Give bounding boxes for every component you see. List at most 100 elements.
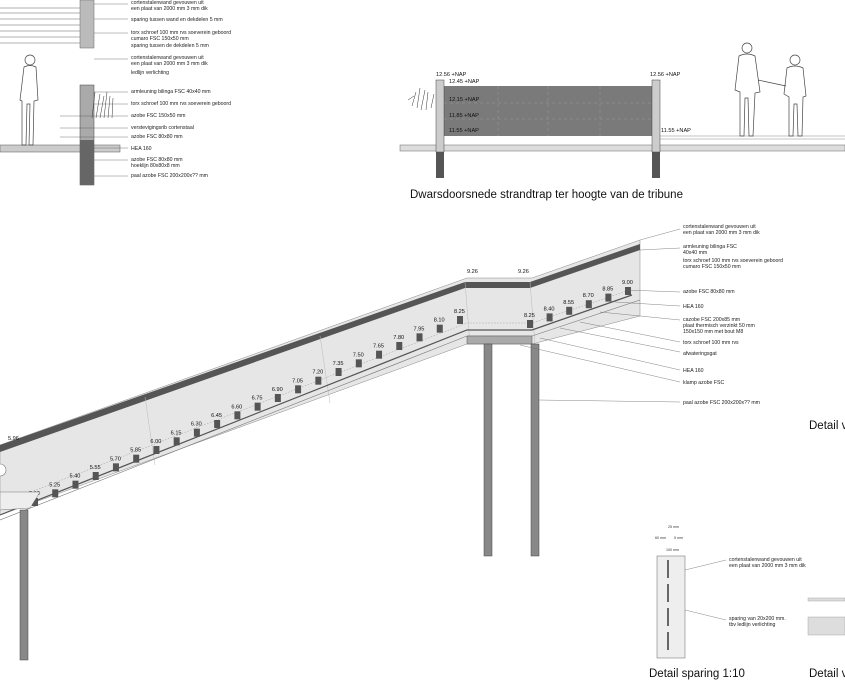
label-corten-2: een plaat van 2000 mm 3 mm dik bbox=[131, 6, 208, 12]
step-block bbox=[214, 420, 221, 428]
post-dark bbox=[80, 140, 94, 185]
person-figure-icon bbox=[19, 54, 39, 146]
step-block bbox=[295, 385, 302, 394]
rail-level-9-26-a: 9.26 bbox=[467, 269, 478, 275]
stair-label-hea-2: HEA 160 bbox=[683, 368, 704, 374]
step-block bbox=[527, 320, 533, 328]
label-paal: paal azobe FSC 200x200x?? mm bbox=[131, 173, 208, 179]
label-azobe-80b: azobe FSC 80x80 mm bbox=[131, 157, 183, 163]
step-block bbox=[355, 359, 362, 368]
step-block bbox=[32, 498, 38, 506]
cross-deck bbox=[399, 144, 845, 152]
detail-sparing-title: Detail sparing 1:10 bbox=[649, 668, 745, 680]
dim-5: 5 mm bbox=[674, 536, 683, 540]
step-level-label: 8.25 bbox=[454, 309, 465, 315]
step-block bbox=[335, 368, 342, 376]
step-blocks bbox=[32, 287, 631, 506]
stair-label-corten-2: een plaat van 2000 mm 3 mm dik bbox=[683, 230, 760, 236]
step-block bbox=[52, 489, 59, 498]
step-level-label: 7.35 bbox=[333, 361, 344, 367]
label-corten-3: cortenstalenwand gevouwen uit bbox=[131, 55, 204, 61]
step-block bbox=[566, 306, 573, 315]
dim-60: 60 mm bbox=[655, 536, 666, 540]
stair-label-cumaro: cumaro FSC 150x50 mm bbox=[683, 264, 741, 270]
step-block bbox=[546, 313, 553, 322]
sparing-label-corten-2: een plaat van 2000 mm 3 mm dik bbox=[729, 563, 806, 569]
label-hea: HEA 160 bbox=[131, 146, 152, 152]
step-block bbox=[416, 333, 423, 342]
pile-1 bbox=[483, 343, 493, 557]
left-pile bbox=[436, 152, 444, 178]
step-level-label: 5.25 bbox=[49, 482, 60, 488]
stair-label-40x40: 40x40 mm bbox=[683, 250, 707, 256]
step-block bbox=[625, 287, 631, 295]
label-azobe-80: azobe FSC 80x80 mm bbox=[131, 134, 183, 140]
level-12-56-right: 12.56 +NAP bbox=[650, 72, 681, 78]
step-level-label: 5.70 bbox=[110, 456, 121, 462]
people-figures-icon bbox=[734, 42, 807, 137]
stair-label-paal: paal azobe FSC 200x200x?? mm bbox=[683, 400, 760, 406]
cross-section-title: Dwarsdoorsnede strandtrap ter hoogte van… bbox=[410, 189, 683, 201]
label-armleuning: armleuning bilinga FSC 40x40 mm bbox=[131, 89, 211, 95]
step-block bbox=[315, 376, 322, 385]
step-block bbox=[234, 411, 241, 420]
step-block bbox=[585, 300, 592, 309]
label-hoeklijn: hoeklijn 80x80x8 mm bbox=[131, 163, 180, 169]
step-level-label: 8.85 bbox=[602, 287, 613, 293]
step-level-label: 7.80 bbox=[393, 335, 404, 341]
step-labels: 5.105.255.405.555.705.856.006.156.306.45… bbox=[29, 280, 633, 497]
wall-section bbox=[79, 0, 95, 49]
dim-25: 25 mm bbox=[668, 525, 679, 529]
pile-2 bbox=[530, 343, 540, 557]
stair-label-torx-rvs: torx schroef 100 mm rvs bbox=[683, 340, 739, 346]
stair-label-plaat: plaat thermisch verzinkt 50 mm bbox=[683, 323, 755, 329]
pile-3 bbox=[19, 509, 29, 661]
label-torx-2: torx schroef 100 mm rvs soeverein geboor… bbox=[131, 101, 231, 107]
right-post bbox=[651, 79, 661, 153]
right-pile bbox=[652, 152, 660, 178]
stair-label-afwatering: afwateringsgat bbox=[683, 351, 717, 357]
sparing-label-sparing: sparing van 20x200 mm. bbox=[729, 616, 786, 622]
detail-title-right-2: Detail v bbox=[809, 668, 845, 680]
step-level-label: 8.70 bbox=[583, 293, 594, 299]
step-level-label: 7.20 bbox=[312, 370, 323, 376]
step-level-label: 7.50 bbox=[353, 352, 364, 358]
stair-section: 5.105.255.405.555.705.856.006.156.306.45… bbox=[0, 224, 783, 661]
label-corten-1: cortenstalenwand gevouwen uit bbox=[131, 0, 204, 6]
top-left-detail: cortenstalenwand gevouwen uit een plaat … bbox=[0, 0, 231, 186]
level-11-55-left: 11.55 +NAP bbox=[449, 128, 479, 134]
stair-label-klamp: klamp azobe FSC bbox=[683, 380, 724, 386]
step-level-label: 8.40 bbox=[544, 306, 555, 312]
step-level-label: 6.90 bbox=[272, 387, 283, 393]
step-level-label: 6.60 bbox=[231, 404, 242, 410]
right-edge-fragments: Detail v Detail v bbox=[807, 420, 845, 680]
step-block bbox=[112, 463, 119, 472]
step-level-label: 8.25 bbox=[524, 313, 535, 319]
level-11-55-right: 11.55 +NAP bbox=[661, 128, 691, 134]
label-sparing-wand: sparing tussen wand en dekdelen 5 mm bbox=[131, 17, 223, 23]
step-block bbox=[254, 402, 261, 411]
step-block bbox=[193, 428, 200, 437]
sparing-label-corten-1: cortenstalenwand gevouwen uit bbox=[729, 557, 802, 563]
step-level-label: 8.10 bbox=[434, 318, 445, 324]
step-level-label: 7.05 bbox=[292, 378, 303, 384]
detail-sparing: 25 mm 60 mm 5 mm 100 mm cortenstalenwand… bbox=[649, 525, 806, 680]
rail-level-9-26-b: 9.26 bbox=[518, 269, 529, 275]
step-level-label: 6.30 bbox=[191, 422, 202, 428]
stair-label-cazobe: cazobe FSC 200x85 mm bbox=[683, 317, 740, 323]
detail-title-right-1: Detail v bbox=[809, 420, 845, 432]
step-level-label: 8.55 bbox=[563, 300, 574, 306]
level-12-56-left: 12.56 +NAP bbox=[436, 72, 467, 78]
cross-section: 12.56 +NAP 12.45 +NAP 12.15 +NAP 11.85 +… bbox=[399, 42, 845, 201]
step-level-label: 9.00 bbox=[622, 280, 633, 286]
step-level-label: 6.45 bbox=[211, 413, 222, 419]
deck-section bbox=[0, 144, 121, 153]
step-level-label: 6.00 bbox=[150, 439, 161, 445]
step-block bbox=[457, 316, 463, 324]
stair-label-azobe-80: azobe FSC 80x80 mm bbox=[683, 289, 735, 295]
step-block bbox=[605, 293, 612, 302]
left-post bbox=[435, 79, 445, 153]
rail-level-5-96: 5.96 bbox=[8, 436, 19, 442]
step-level-label: 5.40 bbox=[69, 474, 80, 480]
